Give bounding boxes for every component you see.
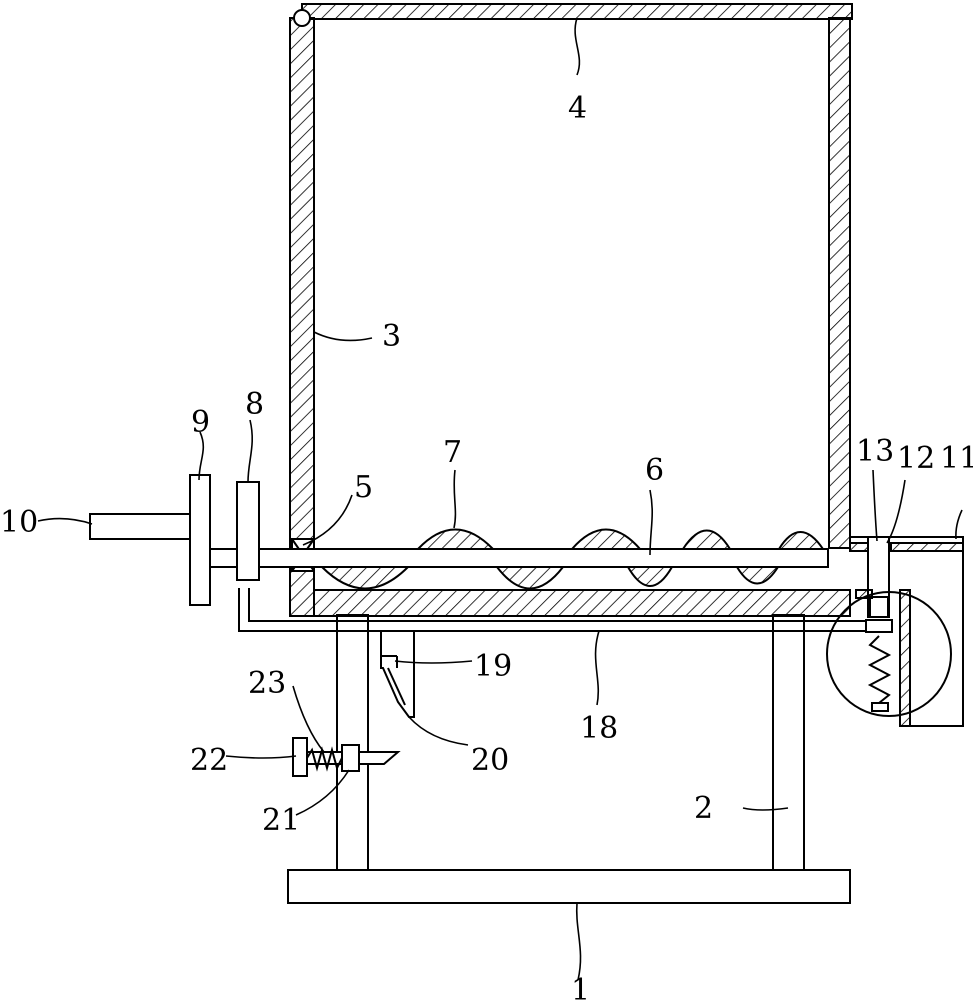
leader-lines xyxy=(37,17,963,981)
label-4: 4 xyxy=(568,91,587,126)
pawl-knob xyxy=(292,737,308,777)
label-8: 8 xyxy=(245,387,264,422)
label-6: 6 xyxy=(645,453,664,488)
label-9: 9 xyxy=(191,405,210,440)
label-2: 2 xyxy=(694,791,713,826)
pawl-spring xyxy=(306,746,343,772)
label-5: 5 xyxy=(354,470,373,505)
detail-circle xyxy=(826,591,952,717)
label-10: 10 xyxy=(0,505,38,540)
screw-shaft xyxy=(257,548,829,568)
lid-hinge xyxy=(293,9,311,27)
hand-wheel xyxy=(189,474,211,606)
label-7: 7 xyxy=(443,435,462,470)
label-23: 23 xyxy=(248,666,286,701)
support-leg-left xyxy=(336,614,369,871)
pawl-guide xyxy=(341,744,360,772)
base-plate xyxy=(287,869,851,904)
shaft-extension xyxy=(209,548,241,568)
label-21: 21 xyxy=(262,803,300,838)
label-11: 11 xyxy=(940,441,973,476)
screw-blades xyxy=(319,528,825,590)
reference-numerals: 1 2 3 4 5 6 7 8 9 10 11 12 13 18 19 20 2… xyxy=(0,91,973,1005)
hopper-bottom xyxy=(313,589,851,617)
label-19: 19 xyxy=(474,649,512,684)
valve-sleeve xyxy=(865,619,893,633)
label-13: 13 xyxy=(856,434,894,469)
label-18: 18 xyxy=(580,711,618,746)
linkage-rod xyxy=(238,588,870,632)
label-12: 12 xyxy=(897,441,935,476)
label-20: 20 xyxy=(471,743,509,778)
label-3: 3 xyxy=(382,319,401,354)
hopper-wall-left xyxy=(289,17,315,617)
cam-disc xyxy=(236,481,260,581)
support-leg-right xyxy=(772,614,805,871)
label-1: 1 xyxy=(571,973,590,1000)
label-22: 22 xyxy=(190,743,228,778)
input-shaft xyxy=(89,513,193,540)
hopper-wall-right xyxy=(828,17,851,549)
hopper-lid xyxy=(301,3,853,20)
pawl-tip xyxy=(358,751,401,765)
valve-spring xyxy=(867,635,892,704)
latch-hook xyxy=(380,630,415,718)
